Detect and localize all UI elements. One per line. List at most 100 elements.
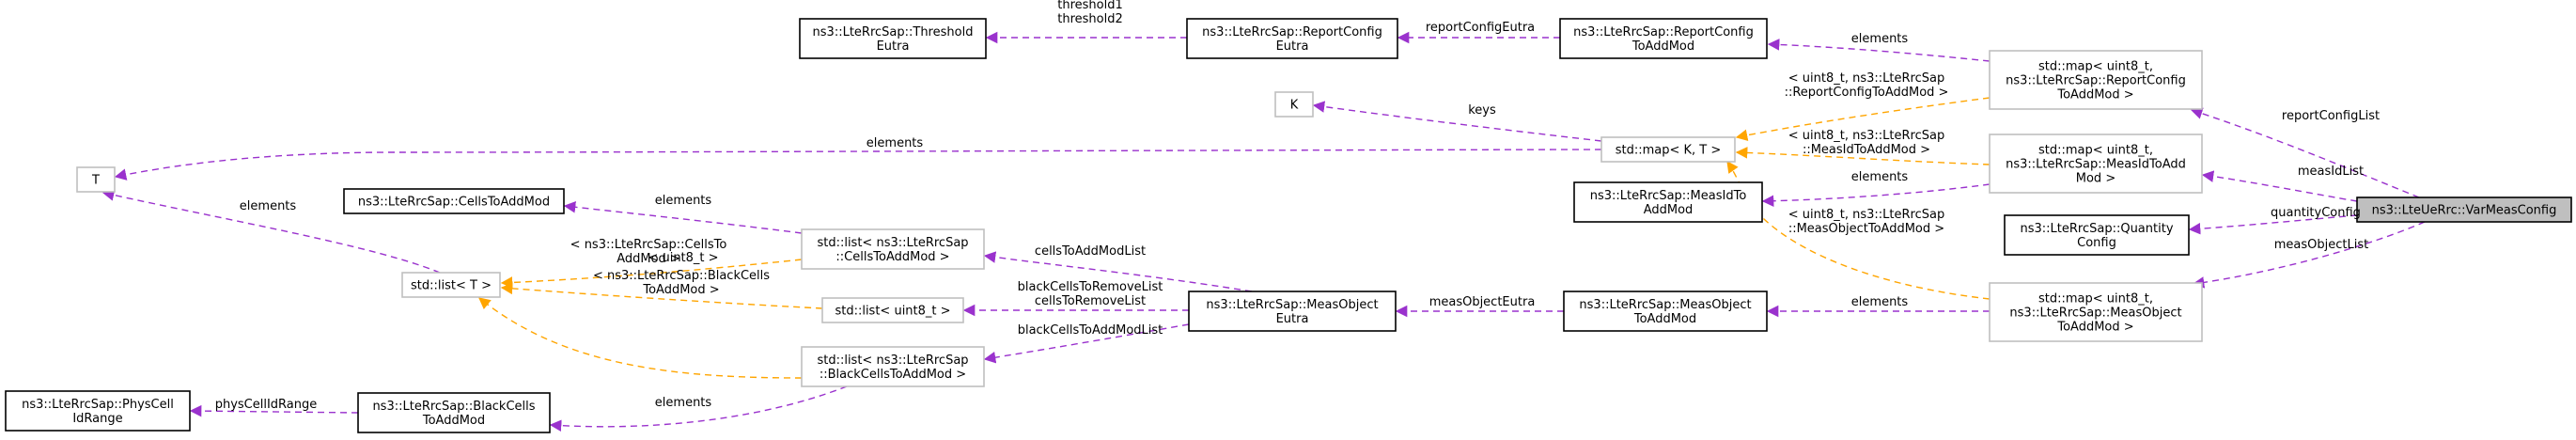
class-node-label: ToAddMod [422,414,485,428]
class-node-box [1989,134,2203,194]
class-node-box [2004,214,2190,256]
edge-label: < uint8_t, ns3::LteRrcSap [1788,71,1944,86]
edge-label: threshold2 [1057,12,1123,26]
edge-measIdList [2201,170,2358,202]
edge-tmpl-black [478,297,803,379]
class-node-label: ::BlackCellsToAddMod > [820,368,966,382]
class-node-label: Config [2077,236,2116,250]
edge-label: < uint8_t > [648,251,718,265]
edge-measObjectList [2192,221,2426,289]
class-node-blackCellsToAddMod[interactable]: ns3::LteRrcSap::BlackCellsToAddMod [357,392,551,433]
class-node-mapMeasId[interactable]: std::map< uint8_t,ns3::LteRrcSap::MeasId… [1989,134,2203,194]
class-node-reportConfigToAddMod[interactable]: ns3::LteRrcSap::ReportConfigToAddMod [1559,18,1768,59]
class-node-label: std::list< uint8_t > [835,305,950,319]
class-node-label: std::map< uint8_t, [2038,60,2153,74]
class-node-box [801,346,985,387]
edge-label: < uint8_t, ns3::LteRrcSap [1788,129,1944,143]
edge-elements-measid [1761,183,1991,208]
edge-label: cellsToAddModList [1035,244,1146,259]
class-node-varMeasConfig[interactable]: ns3::LteUeRrc::VarMeasConfig [2356,196,2572,223]
class-node-box [1188,291,1397,332]
class-node-T[interactable]: T [76,166,116,193]
class-node-label: ns3::LteRrcSap::ReportConfig [1573,25,1754,39]
edge-label: elements [655,396,712,410]
class-node-listCells[interactable]: std::list< ns3::LteRrcSap::CellsToAddMod… [801,228,985,270]
edge-physCellIdRange [189,404,359,417]
class-node-label: Mod > [2076,172,2115,186]
class-node-label: std::map< uint8_t, [2038,292,2153,306]
edge-label: < ns3::LteRrcSap::BlackCells [593,269,770,283]
edge-label: < ns3::LteRrcSap::CellsTo [570,238,727,252]
class-node-box [801,228,985,270]
class-node-label: ToAddMod > [2056,88,2133,102]
edge-label: elements [240,199,297,213]
class-node-label: ns3::LteRrcSap::Quantity [2020,222,2173,236]
class-node-box [1989,50,2203,110]
edge-label: physCellIdRange [215,398,318,412]
class-node-cellsToAddMod[interactable]: ns3::LteRrcSap::CellsToAddMod [343,188,565,214]
class-node-box [1989,282,2203,342]
edge-label: elements [655,194,712,208]
class-node-box [357,392,551,433]
class-node-mapKT[interactable]: std::map< K, T > [1600,136,1736,163]
edge-label: ::MeasIdToAddMod > [1803,143,1930,157]
edge-elements-cells [563,201,803,234]
edge-label: elements [1851,295,1909,309]
class-node-label: ns3::LteRrcSap::ReportConfig [1202,25,1382,39]
edge-label: measObjectList [2274,238,2368,252]
class-node-mapReportConfig[interactable]: std::map< uint8_t,ns3::LteRrcSap::Report… [1989,50,2203,110]
class-node-box [821,297,964,323]
class-node-label: ToAddMod [1631,39,1694,54]
edge-label: reportConfigEutra [1426,21,1535,35]
class-node-label: Eutra [1276,39,1309,54]
class-node-label: ::CellsToAddMod > [835,250,949,264]
class-node-K[interactable]: K [1274,91,1314,118]
class-node-label: ns3::LteRrcSap::Threshold [813,25,974,39]
edge-tmpl-cells [500,259,803,289]
edge-label: elements [866,136,924,150]
class-node-measIdToAddMod[interactable]: ns3::LteRrcSap::MeasIdToAddMod [1573,181,1763,223]
class-node-label: IdRange [72,412,122,426]
edge-quantityConfig [2188,214,2358,235]
class-node-label: K [1290,99,1299,113]
class-node-label: ns3::LteUeRrc::VarMeasConfig [2372,204,2557,218]
edge-label: measObjectEutra [1429,295,1536,309]
class-node-mapMeasObject[interactable]: std::map< uint8_t,ns3::LteRrcSap::MeasOb… [1989,282,2203,342]
edge-elements-rc [1767,39,1991,62]
edge-label: ::ReportConfigToAddMod > [1785,86,1949,100]
class-node-box [1274,91,1314,118]
edge-label: ::MeasObjectToAddMod > [1788,222,1944,236]
class-node-label: Eutra [1276,312,1309,326]
class-node-listBlackCells[interactable]: std::list< ns3::LteRrcSap::BlackCellsToA… [801,346,985,387]
edge-tmpl-uint8 [500,282,823,309]
class-node-label: std::list< ns3::LteRrcSap [817,236,968,250]
class-node-listT[interactable]: std::list< T > [401,272,501,298]
class-node-listUint8[interactable]: std::list< uint8_t > [821,297,964,323]
class-node-measObjectToAddMod[interactable]: ns3::LteRrcSap::MeasObjectToAddMod [1563,291,1768,332]
edge-label: quantityConfig [2271,206,2361,220]
class-node-box [1186,18,1398,59]
class-node-label: ns3::LteRrcSap::MeasObject [1579,298,1751,312]
class-node-label: Eutra [877,39,910,54]
edge-label: < uint8_t, ns3::LteRrcSap [1788,208,1944,222]
class-node-label: std::map< K, T > [1616,144,1722,158]
class-node-label: ns3::LteRrcSap::MeasObject [2009,306,2181,321]
edge-tmpl-rc [1735,97,1991,142]
edge-elements-list-T [101,189,441,274]
edge-label: measIdList [2298,165,2364,179]
class-node-box [401,272,501,298]
edge-elements-black [549,385,848,432]
edge-reportConfigList [2190,107,2420,198]
class-node-label: ns3::LteRrcSap::MeasIdTo [1590,189,1747,203]
class-node-label: ns3::LteRrcSap::MeasIdToAdd [2006,158,2186,172]
edge-label: threshold1 [1057,0,1123,12]
class-node-box [2356,196,2572,223]
class-node-label: ns3::LteRrcSap::CellsToAddMod [358,196,550,210]
edge-keys [1312,101,1602,142]
